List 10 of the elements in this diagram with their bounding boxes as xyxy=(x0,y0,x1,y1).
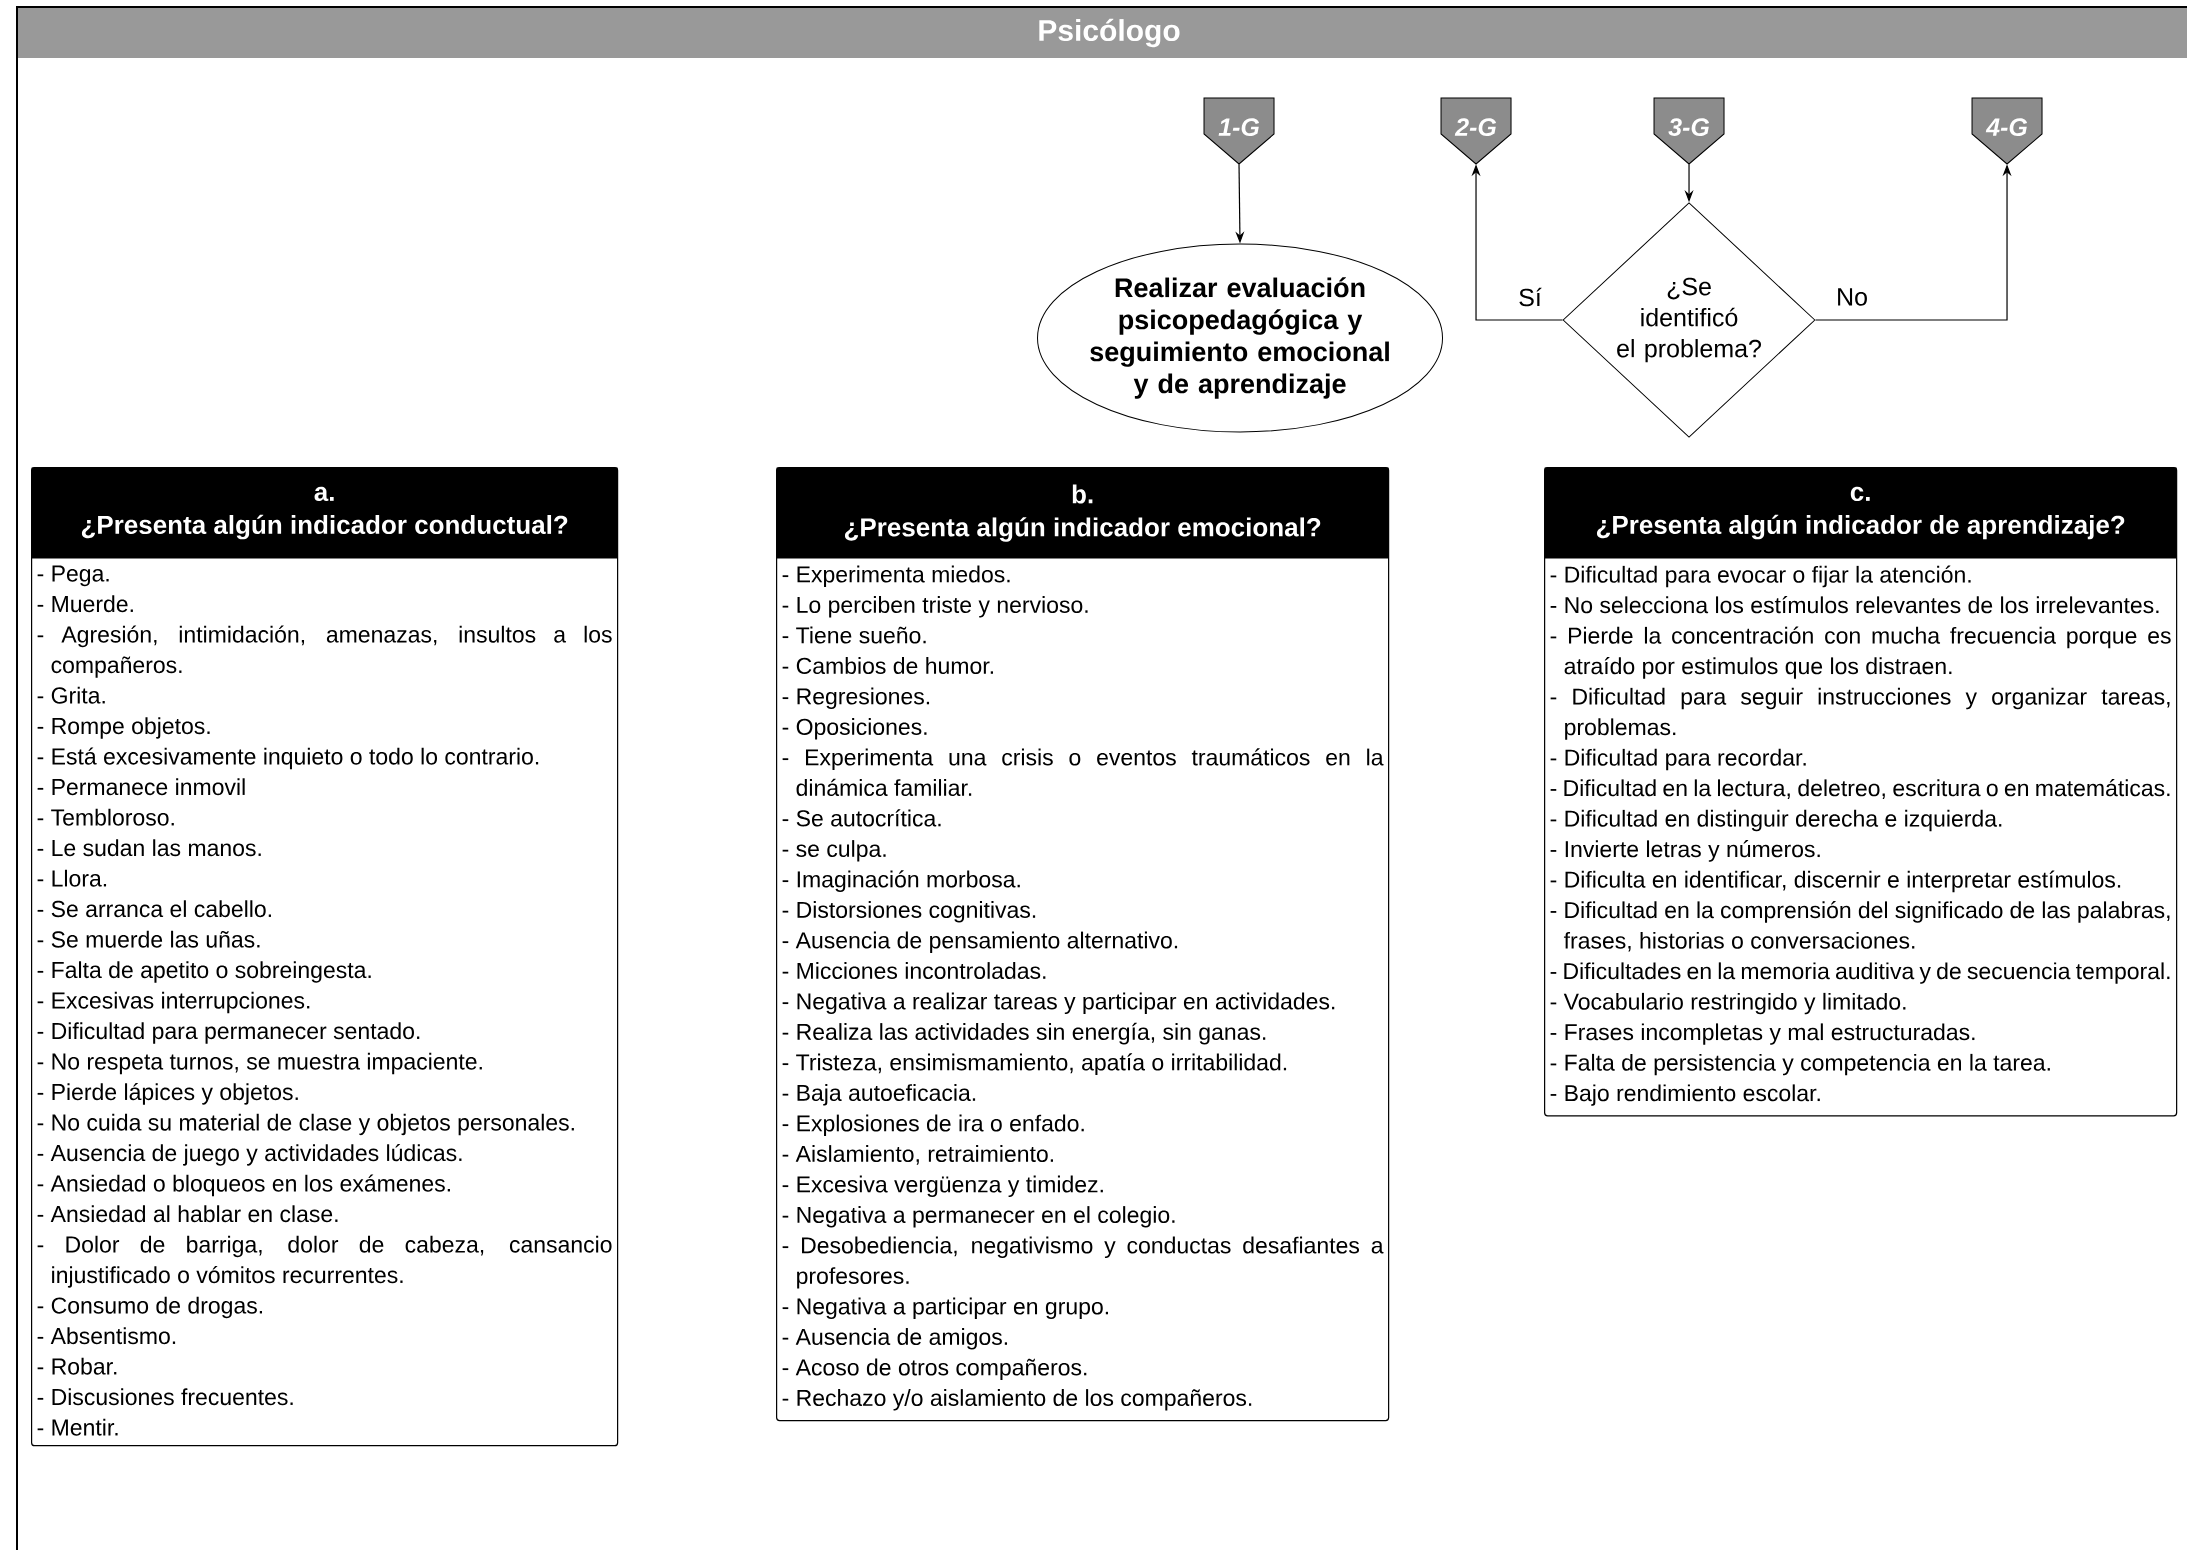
title-bar: Psicólogo xyxy=(18,8,2187,58)
offpage-connector: 3-G xyxy=(1653,97,1725,165)
offpage-connector: 2-G xyxy=(1440,97,1512,165)
offpage-connector: 1-G xyxy=(1203,97,1275,165)
indicator-card: c. ¿Presenta algún indicador de aprendizaje? - Dificultad para evocar o fijar la atención. - No selecciona los estímulos relevantes de los irrelevantes. - Pierde la concentración con mucha frecuencia porque es atraído por estimulos que los distraen. - Dificultad para seguir instrucciones y organizar tareas, problemas. - Dificultad para recordar. - Dificultad en la lectura, deletreo, escritura o en matemáticas. - Dificultad en distinguir derecha e izquierda. - Invierte letras y números. - Dificulta en identificar, discernir e interpretar estímulos. - Dificultad en la comprensión del significado de las palabras, frases, historias o conversaciones. - Dificultades en la memoria auditiva y de secuencia temporal. - Vocabulario restringido y limitado. - Frases incompletas y mal estructuradas. - Falta de persistencia y competencia en la tarea. - Bajo rendimiento escolar. xyxy=(1544,467,2178,1117)
indicator-card: a. ¿Presenta algún indicador conductual? - Pega. - Muerde. - Agresión, intimidación, amenazas, insultos a los compañeros. - Grita. - Rompe objetos. - Está excesivamente inquieto o todo lo contrario. - Permanece inmovil - Tembloroso. - Le sudan las manos. - Llora. - Se arranca el cabello. - Se muerde las uñas. - Falta de apetito o sobreingesta. - Excesivas interrupciones. - Dificultad para permanecer sentado. - No respeta turnos, se muestra impaciente. - Pierde lápices y objetos. - No cuida su material de clase y objetos personales. - Ausencia de juego y actividades lúdicas. - Ansiedad o bloqueos en los exámenes. - Ansiedad al hablar en clase. - Dolor de barriga, dolor de cabeza, cansancio injustificado o vómitos recurrentes. - Consumo de drogas. - Absentismo. - Robar. - Discusiones frecuentes. - Mentir. xyxy=(31,467,619,1447)
offpage-connector: 4-G xyxy=(1971,97,2043,165)
edge-label: No xyxy=(1834,286,1870,308)
edge-label: Sí xyxy=(1516,285,1544,309)
indicator-card: b. ¿Presenta algún indicador emocional? - Experimenta miedos. - Lo perciben triste y nervioso. - Tiene sueño. - Cambios de humor. - Regresiones. - Oposiciones. - Experimenta una crisis o eventos traumáticos en la dinámica familiar. - Se autocrítica. - se culpa. - Imaginación morbosa. - Distorsiones cognitivas. - Ausencia de pensamiento alternativo. - Micciones incontroladas. - Negativa a realizar tareas y participar en actividades. - Realiza las actividades sin energía, sin ganas. - Tristeza, ensimismamiento, apatía o irritabilidad. - Baja autoeficacia. - Explosiones de ira o enfado. - Aislamiento, retraimiento. - Excesiva vergüenza y timidez. - Negativa a permanecer en el colegio. - Desobediencia, negativismo y conductas desafiantes a profesores. - Negativa a participar en grupo. - Ausencia de amigos. - Acoso de otros compañeros. - Rechazo y/o aislamiento de los compañeros. xyxy=(776,467,1390,1422)
